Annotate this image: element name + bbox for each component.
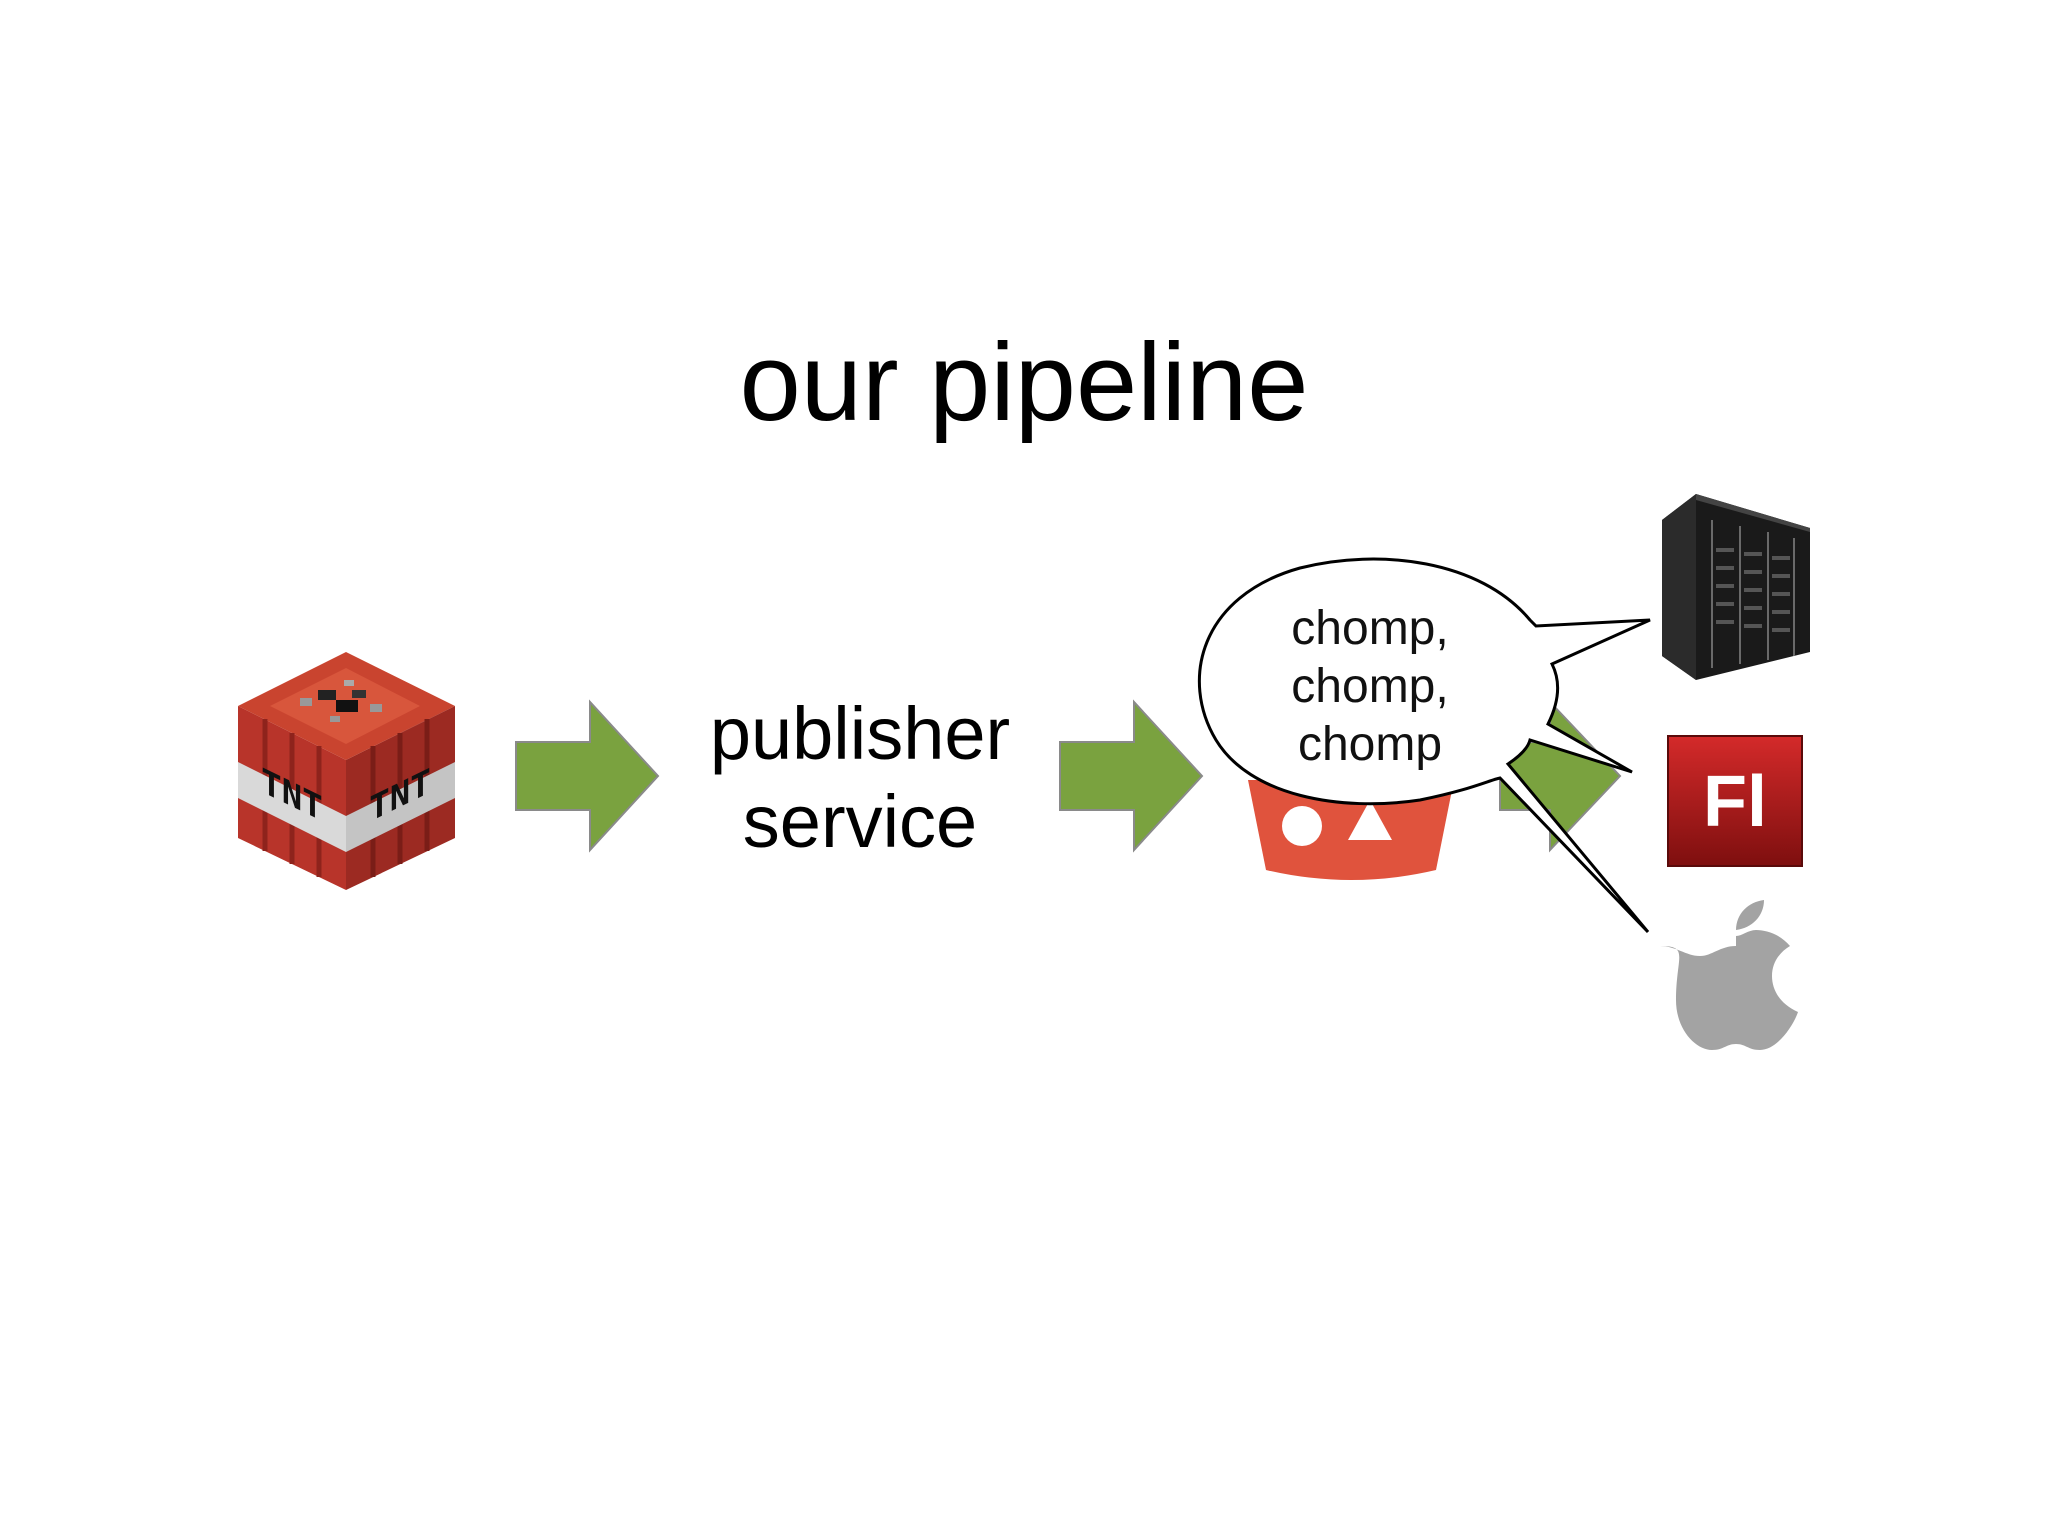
tnt-block-icon: TNT TNT (238, 652, 455, 890)
arrow-right-icon (515, 699, 660, 853)
arrow-right-icon (1059, 699, 1204, 853)
bubble-line1: chomp, (1291, 602, 1449, 655)
bubble-line2: chomp, (1291, 660, 1449, 713)
apple-logo-icon (1660, 900, 1798, 1050)
storage-bucket-icon (1248, 780, 1454, 880)
publisher-label-line1: publisher (709, 692, 1011, 775)
speech-bubble (1197, 557, 1651, 934)
server-rack-icon (1662, 494, 1810, 680)
speech-bubble-text: chomp, chomp, chomp (1210, 600, 1530, 774)
publisher-label-line2: service (742, 780, 978, 863)
adobe-flash-icon: Fl (1667, 735, 1803, 867)
bubble-line3: chomp (1297, 718, 1443, 771)
slide-title: our pipeline (739, 321, 1309, 444)
flash-icon-label: Fl (1703, 762, 1767, 842)
publisher-service-label: publisher service (650, 690, 1070, 866)
